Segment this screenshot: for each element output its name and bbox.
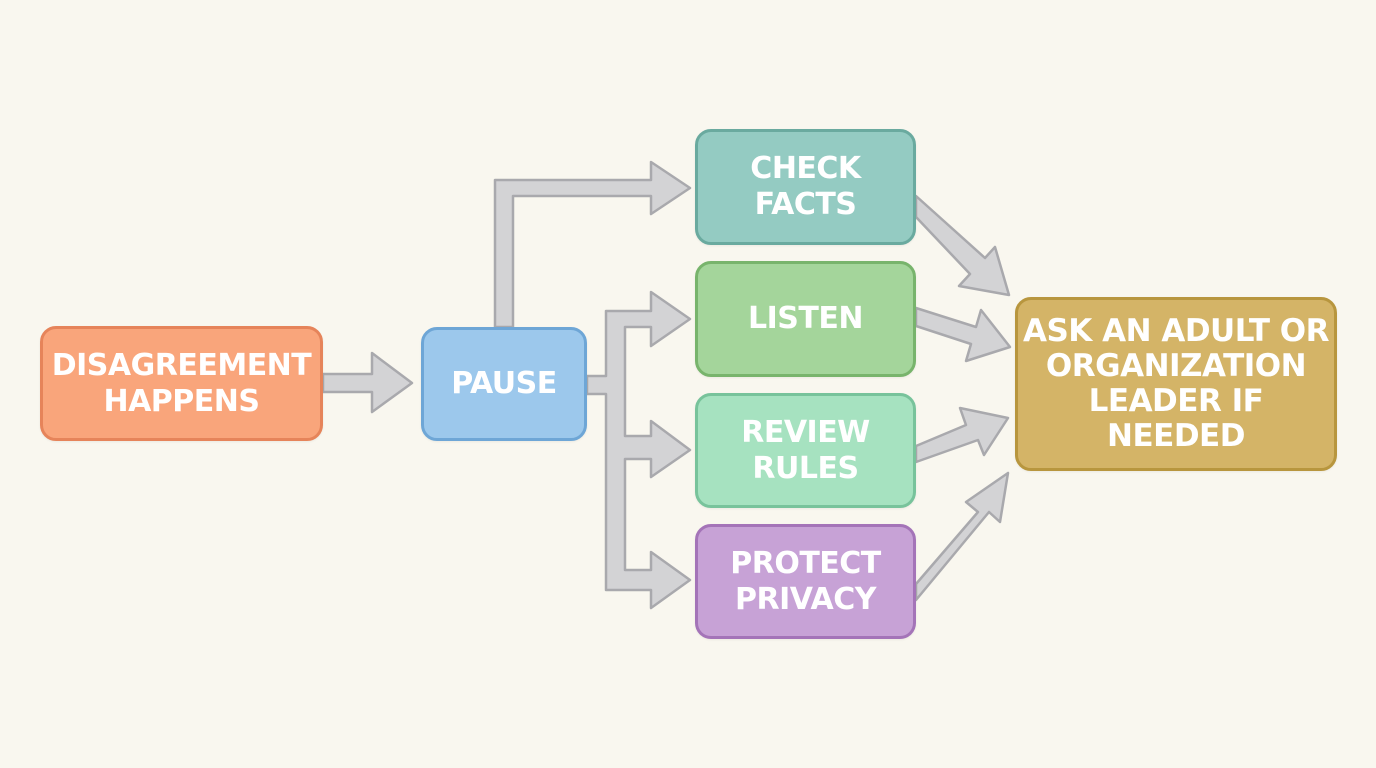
listen-label: LISTEN <box>748 301 863 336</box>
arrow-pause-branches <box>585 290 692 610</box>
review-rules-box: REVIEW RULES <box>695 393 916 508</box>
check-facts-line-2: FACTS <box>754 187 857 222</box>
review-rules-line-2: RULES <box>752 450 859 486</box>
arrow-listen-to-ask <box>914 306 1012 363</box>
arrow-disagreement-to-pause <box>321 351 414 414</box>
disagreement-line-2: HAPPENS <box>103 383 260 419</box>
protect-privacy-line-2: PRIVACY <box>735 581 876 617</box>
listen-box: LISTEN <box>695 261 916 377</box>
pause-label: PAUSE <box>451 366 557 401</box>
arrow-pause-to-check-facts <box>493 160 692 329</box>
pause-box: PAUSE <box>421 327 587 441</box>
check-facts-box: CHECK FACTS <box>695 129 916 245</box>
disagreement-line-1: DISAGREEMENT <box>51 347 312 383</box>
check-facts-line-1: CHECK <box>750 151 861 186</box>
protect-privacy-box: PROTECT PRIVACY <box>695 524 916 639</box>
ask-adult-line-2: ORGANIZATION <box>1045 348 1307 384</box>
arrow-check-facts-to-ask <box>914 194 1011 297</box>
ask-adult-box: ASK AN ADULT OR ORGANIZATION LEADER IF N… <box>1015 297 1337 471</box>
review-rules-line-1: REVIEW <box>741 414 870 450</box>
arrow-protect-privacy-to-ask <box>914 471 1010 602</box>
disagreement-happens-box: DISAGREEMENT HAPPENS <box>40 326 323 441</box>
protect-privacy-line-1: PROTECT <box>730 545 881 581</box>
ask-adult-line-1: ASK AN ADULT OR <box>1022 313 1330 349</box>
arrow-review-rules-to-ask <box>914 406 1010 464</box>
ask-adult-line-3: LEADER IF NEEDED <box>1088 383 1264 454</box>
